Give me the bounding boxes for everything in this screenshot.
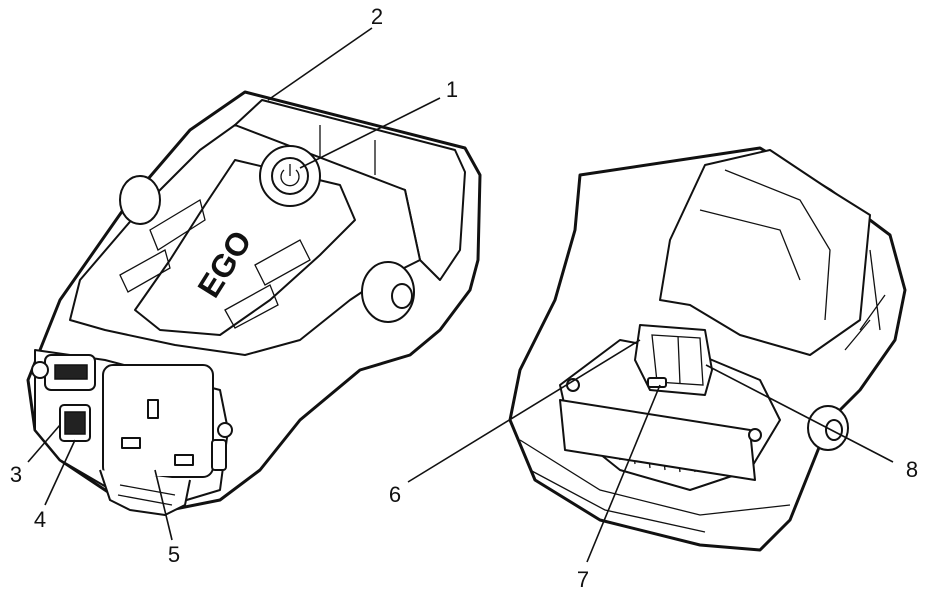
leader-lines <box>27 27 894 563</box>
usb-port-lower <box>64 411 86 435</box>
leader-7 <box>586 384 661 563</box>
leader-3 <box>27 424 61 463</box>
callout-8: 8 <box>905 457 919 482</box>
leader-6 <box>407 339 641 483</box>
callout-4: 4 <box>33 507 47 532</box>
power-icon <box>280 164 300 187</box>
leader-1 <box>299 97 441 169</box>
outlet-slot-right <box>174 454 194 466</box>
leader-5 <box>154 469 173 541</box>
callout-3: 3 <box>9 462 23 487</box>
right-battery-mount <box>659 149 871 356</box>
callout-1: 1 <box>445 77 459 102</box>
left-knob-back <box>119 175 161 225</box>
callout-6: 6 <box>388 482 402 507</box>
outlet-slot-left <box>121 437 141 449</box>
callout-5: 5 <box>167 542 181 567</box>
left-device: EGO <box>26 90 482 516</box>
right-device <box>508 146 907 552</box>
leader-4 <box>44 439 76 506</box>
leader-8 <box>705 364 894 463</box>
small-slot <box>647 377 667 388</box>
usb-port-upper <box>54 364 88 380</box>
leader-2 <box>267 27 373 101</box>
callout-7: 7 <box>576 567 590 592</box>
callout-2: 2 <box>370 4 384 29</box>
ac-outlet <box>102 364 214 478</box>
outlet-slot-top <box>147 399 159 419</box>
